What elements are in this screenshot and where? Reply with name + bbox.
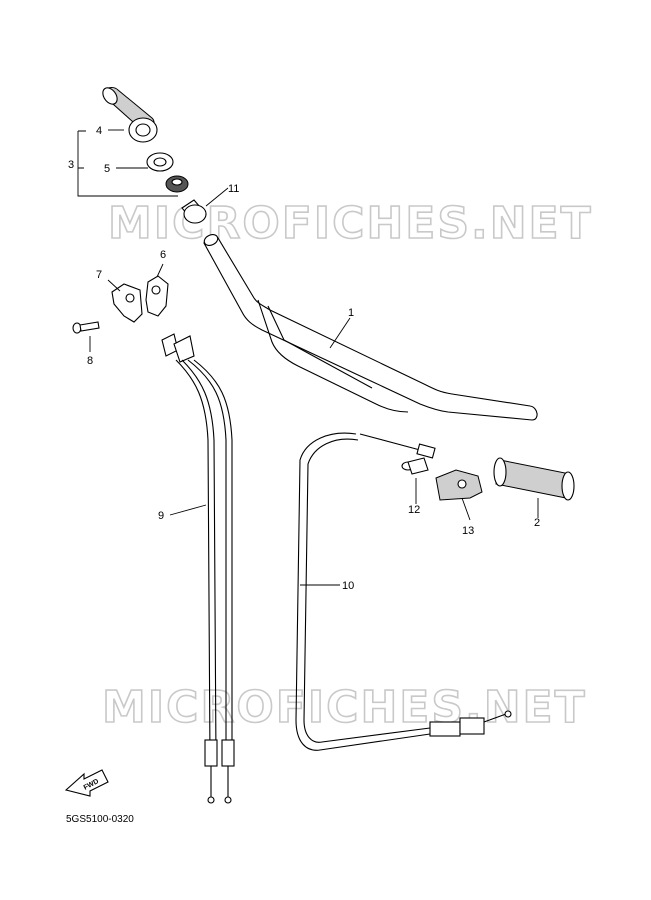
right-grip [493, 457, 575, 501]
grip-collar [165, 175, 189, 193]
diagram-code: 5GS5100-0320 [66, 814, 134, 825]
callout-6: 6 [160, 249, 166, 261]
left-grip [102, 87, 158, 143]
clutch-cable [295, 432, 512, 751]
handlebar [203, 234, 538, 421]
callout-10: 10 [342, 580, 354, 592]
callout-13: 13 [462, 525, 474, 537]
fwd-arrow: FWD [64, 769, 109, 797]
callout-12: 12 [408, 504, 420, 516]
callout-8: 8 [87, 355, 93, 367]
callout-3: 3 [68, 159, 74, 171]
watermark-bottom: MICROFICHES.NET [102, 682, 587, 733]
lower-holder [111, 283, 143, 323]
holder-bolt [72, 321, 100, 334]
callout-11: 11 [228, 183, 239, 195]
cable-adjuster [401, 457, 429, 475]
lever-holder [435, 469, 483, 501]
callout-1: 1 [348, 307, 354, 319]
bar-end-collar [181, 199, 207, 224]
leader-lines [77, 129, 539, 586]
callout-7: 7 [96, 269, 102, 281]
grip-washer [146, 152, 174, 172]
callout-2: 2 [534, 517, 540, 529]
watermark-top: MICROFICHES.NET [108, 198, 593, 249]
upper-holder [145, 275, 169, 317]
callout-4: 4 [96, 125, 102, 137]
callout-9: 9 [158, 510, 164, 522]
callout-5: 5 [104, 163, 110, 175]
throttle-cables [161, 333, 235, 804]
